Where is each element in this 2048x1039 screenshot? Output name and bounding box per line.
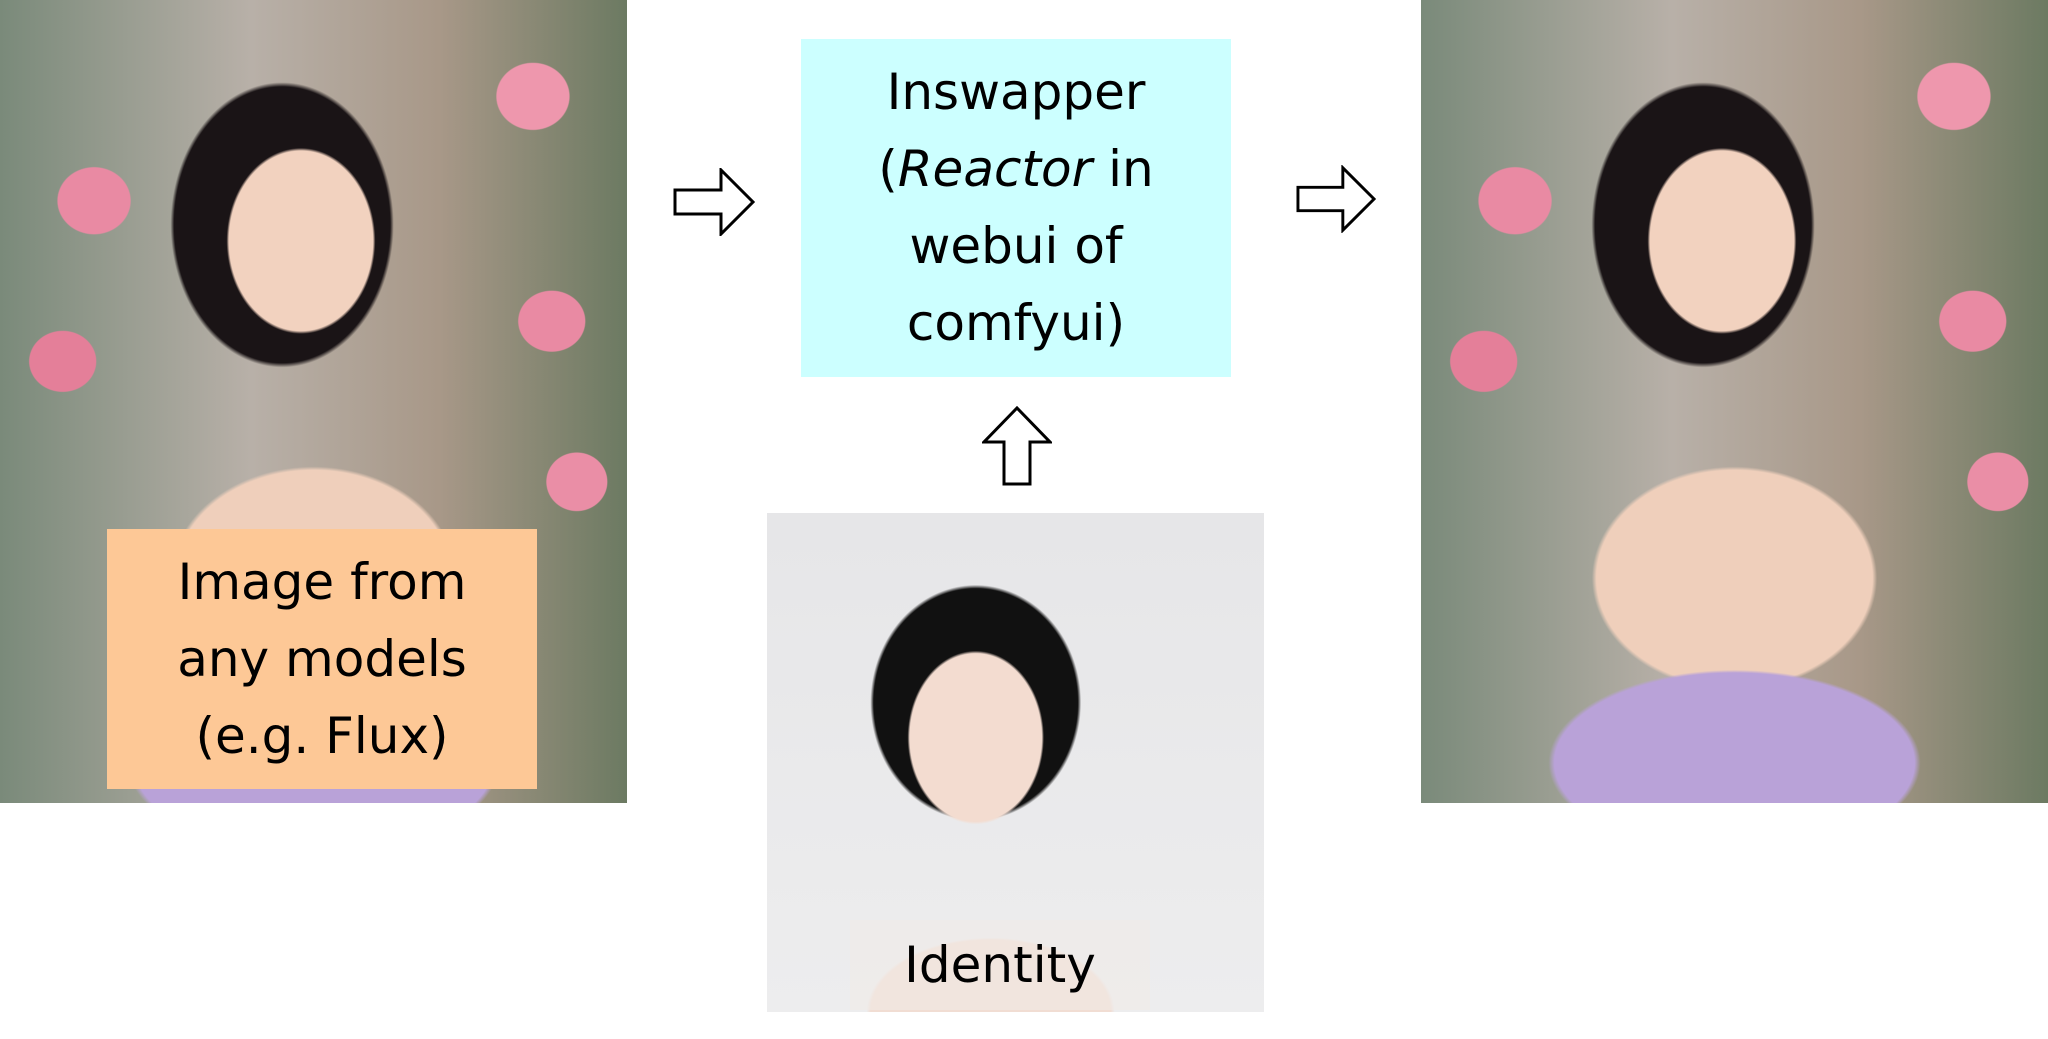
process-line: (Reactor in	[878, 140, 1154, 198]
identity-label: Identity	[850, 920, 1150, 1010]
process-line: comfyui)	[906, 294, 1126, 352]
reactor-text: Reactor	[897, 140, 1093, 198]
arrow-right-icon	[673, 168, 755, 236]
process-box: Inswapper (Reactor in webui of comfyui)	[801, 39, 1231, 377]
arrow-right-icon	[1296, 165, 1376, 233]
process-line: Inswapper	[886, 63, 1146, 121]
input-label-line: (e.g. Flux)	[195, 706, 449, 765]
input-label-line: Image from	[177, 552, 467, 611]
process-line: webui of	[909, 217, 1123, 275]
output-image	[1421, 0, 2048, 803]
input-label-line: any models	[177, 629, 467, 688]
input-image-label: Image from any models (e.g. Flux)	[107, 529, 537, 789]
arrow-up-icon	[982, 406, 1052, 486]
